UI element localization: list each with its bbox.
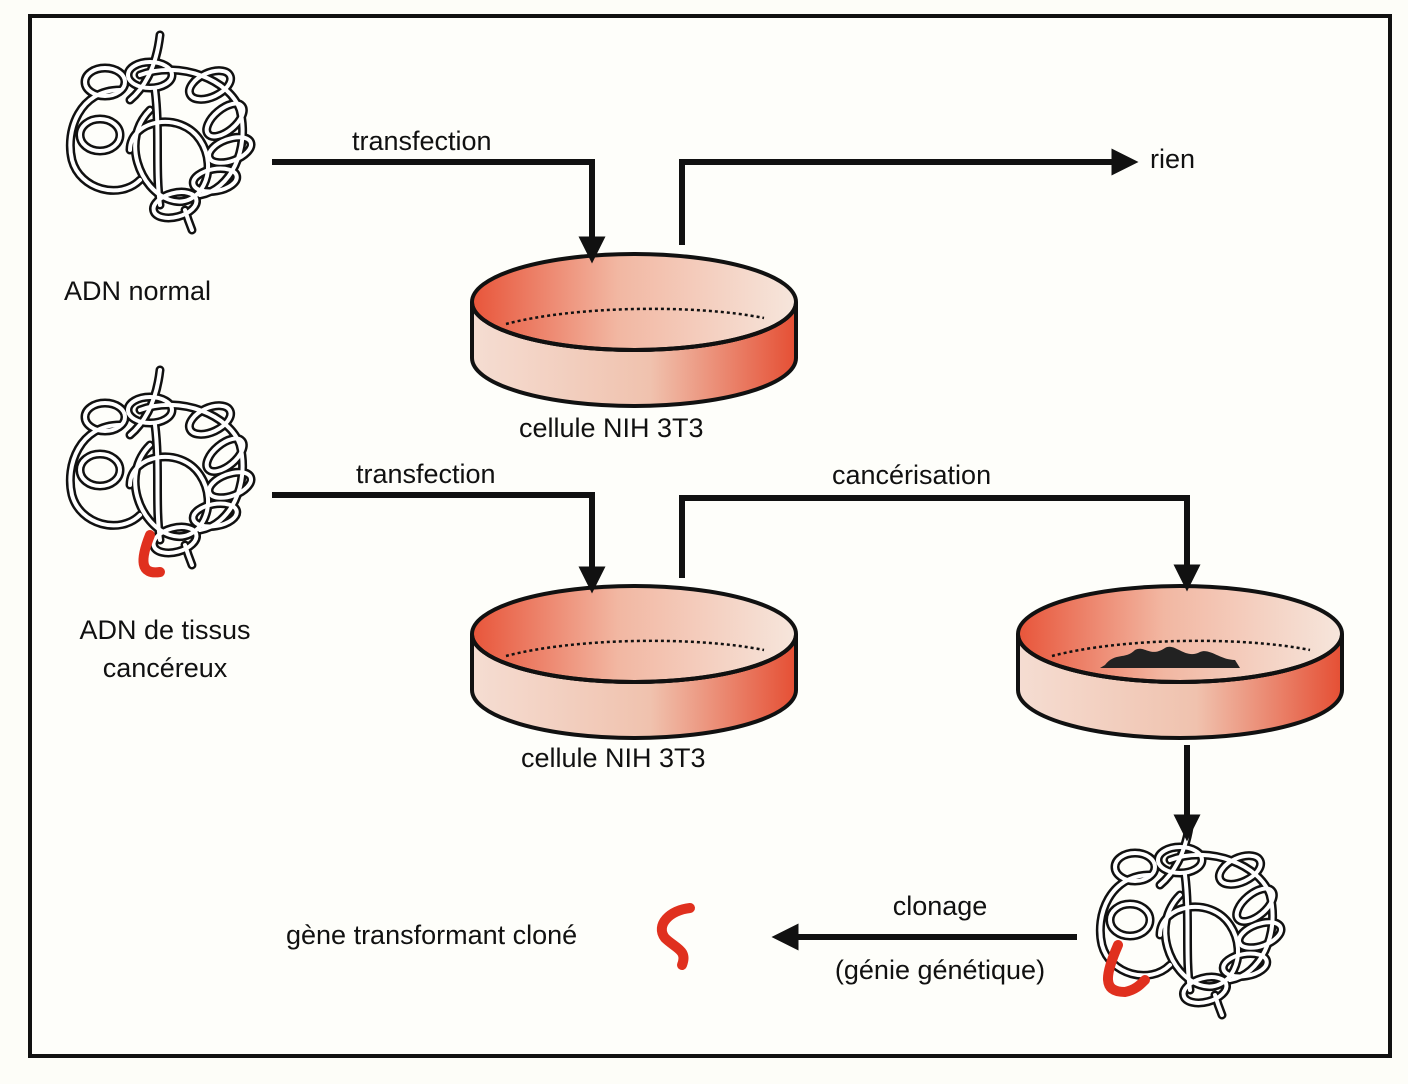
rien-label: rien — [1150, 144, 1196, 174]
petri-dish-top — [470, 252, 798, 408]
cloning-label-line1: clonage — [892, 891, 988, 921]
tumor-foci-icon — [1100, 646, 1240, 668]
oncogene-segment-icon — [1103, 940, 1150, 998]
transfection-arrow-top — [272, 159, 606, 264]
cancer-dna-coil-icon — [70, 370, 254, 565]
transfection-label-top: transfection — [352, 126, 492, 156]
transfection-label-bottom: transfection — [356, 459, 496, 489]
rien-arrow — [679, 148, 1139, 245]
petri-dish-bottom — [470, 584, 798, 740]
cloned-gene-label: gène transformant cloné — [286, 920, 578, 950]
transfection-arrow-bottom — [272, 492, 606, 594]
oncogene-segment-icon — [138, 530, 165, 578]
transformed-dna-coil-icon — [1100, 820, 1284, 1015]
dish-bottom-label: cellule NIH 3T3 — [521, 743, 706, 773]
normal-dna-coil-icon — [70, 35, 254, 230]
cancer-dna-label-line1: ADN de tissus — [79, 615, 251, 645]
cloned-gene-icon — [656, 903, 695, 970]
dish-top-label: cellule NIH 3T3 — [519, 413, 704, 443]
normal-dna-label: ADN normal — [64, 276, 212, 306]
cancer-dna-label-line2: cancéreux — [102, 653, 228, 683]
cancerisation-arrow — [679, 495, 1201, 592]
cloning-label-line2: (génie génétique) — [834, 955, 1046, 985]
cancerisation-label: cancérisation — [832, 460, 992, 490]
